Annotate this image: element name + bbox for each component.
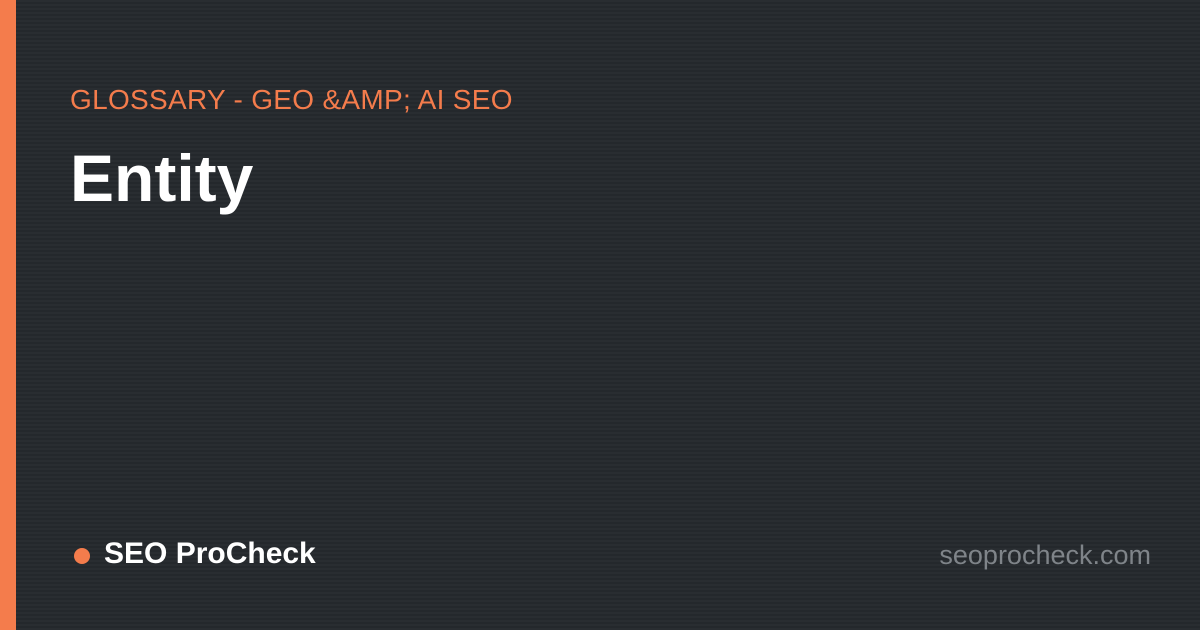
- page-title: Entity: [70, 141, 254, 215]
- circle-dot-icon: [74, 548, 90, 564]
- brand: SEO ProCheck: [74, 534, 316, 574]
- category-label: GLOSSARY - GEO &AMP; AI SEO: [70, 84, 513, 115]
- site-domain: seoprocheck.com: [939, 540, 1151, 570]
- brand-name: SEO ProCheck: [104, 537, 316, 570]
- accent-bar: [0, 0, 16, 630]
